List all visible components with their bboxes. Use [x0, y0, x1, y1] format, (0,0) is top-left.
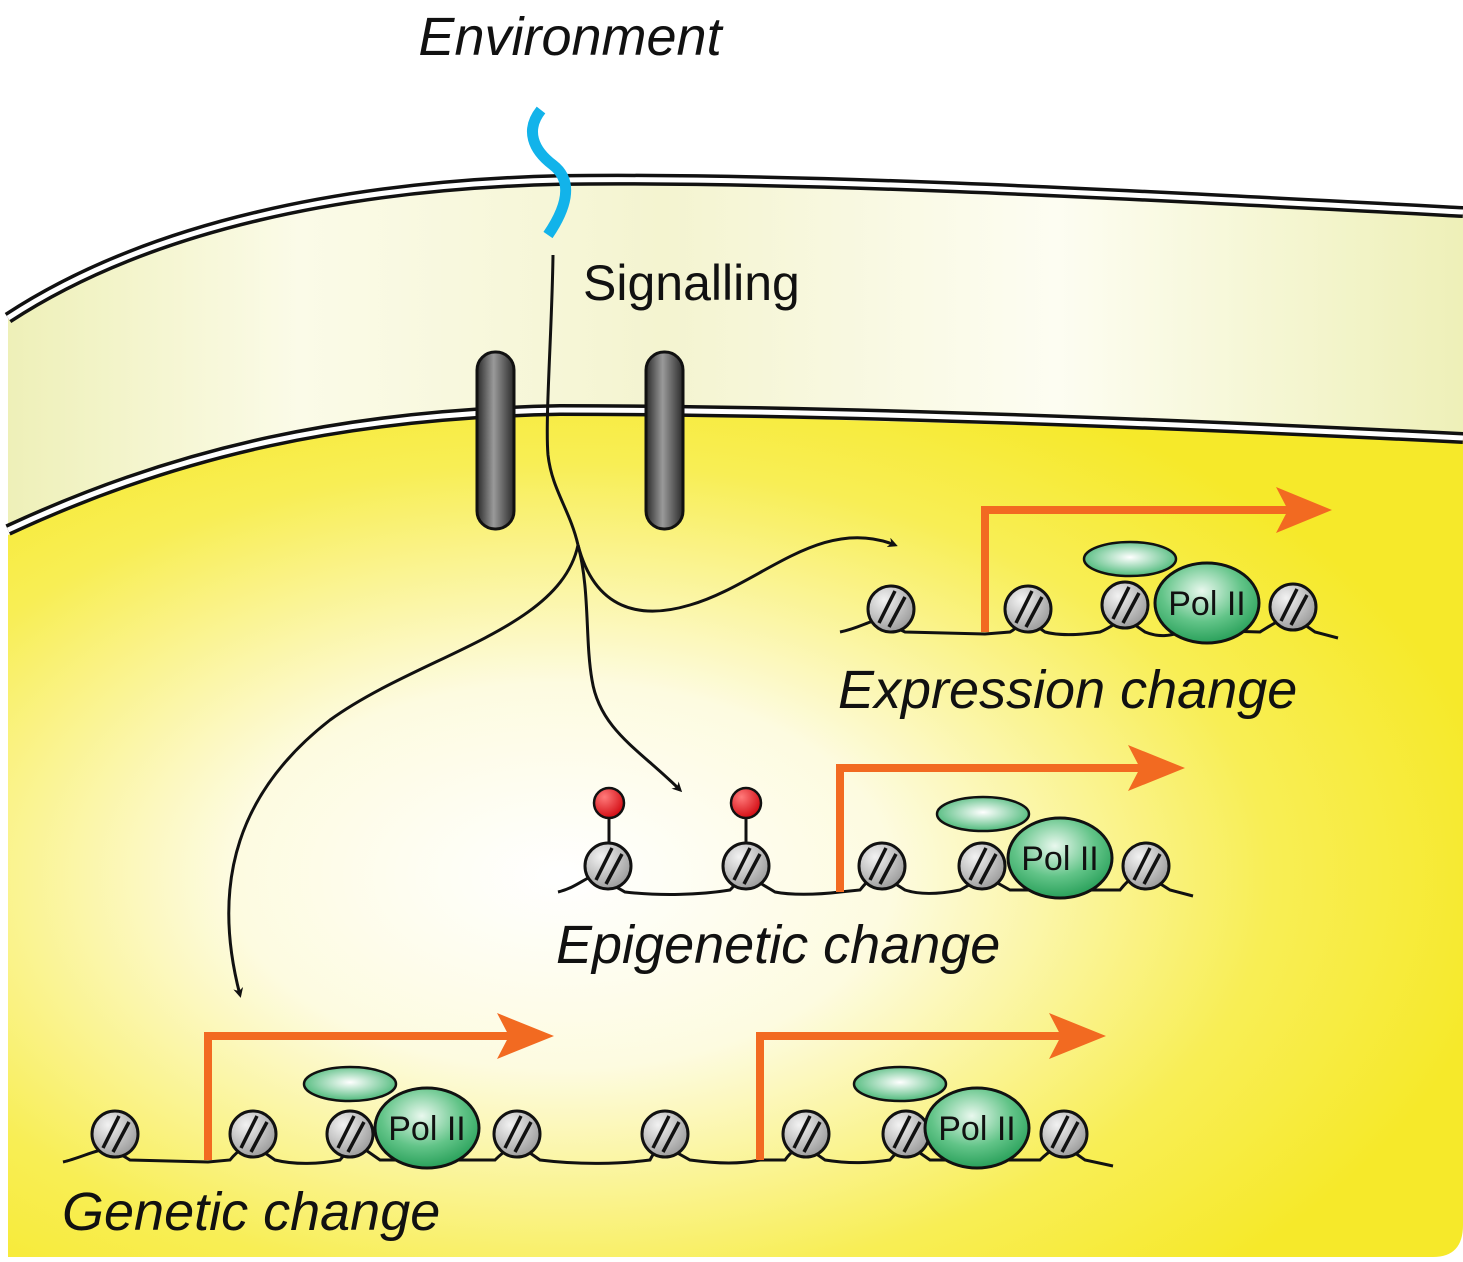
nucleosome-icon: [583, 841, 633, 891]
nucleosome-layer: [90, 580, 1318, 1159]
nucleosome-icon: [1003, 584, 1053, 634]
pol-ii-icon: Pol II: [852, 1065, 1031, 1170]
transcription-arrow-icon: [204, 1032, 510, 1160]
cytoplasm-region: [8, 410, 1463, 1257]
nucleosome-icon: [90, 1109, 140, 1159]
nucleosome-icon: [721, 841, 771, 891]
nucleosome-icon: [781, 1109, 831, 1159]
signal-molecule-icon: [527, 106, 572, 239]
transcription-arrow-icon: [836, 764, 1140, 892]
expression-gene: [839, 487, 1339, 640]
nucleosome-icon: [492, 1109, 542, 1159]
pol-ii-icon: Pol II: [935, 795, 1114, 900]
polymerase-layer: Pol II Pol II Pol II Pol II: [302, 540, 1261, 1170]
dna-strand: [839, 616, 1339, 640]
pol-ii-label: Pol II: [388, 1110, 465, 1148]
nucleosome-icon: [325, 1109, 375, 1159]
environment-label: Environment: [418, 7, 723, 67]
nucleosome-icon: [1121, 841, 1171, 891]
transcription-arrow-head: [1049, 1013, 1106, 1059]
pol-ii-label: Pol II: [938, 1110, 1015, 1148]
nucleosome-icon: [1268, 582, 1318, 632]
expression-change-label: Expression change: [838, 660, 1297, 720]
methyl-mark-icon: [729, 786, 763, 820]
nucleosome-icon: [857, 841, 907, 891]
signalling-pathway: [227, 254, 898, 998]
signalling-label: Signalling: [583, 255, 800, 311]
channel-protein-icon: [475, 350, 516, 531]
nucleosome-icon: [640, 1109, 690, 1159]
transcription-arrow-head: [1276, 487, 1332, 533]
pol-ii-label: Pol II: [1168, 585, 1245, 623]
genetic-gene: [62, 1013, 1114, 1168]
transcription-arrow-head: [497, 1013, 554, 1059]
nucleosome-icon: [1100, 580, 1150, 630]
nucleosome-icon: [881, 1109, 931, 1159]
transcription-arrow-icon: [981, 506, 1290, 632]
methyl-mark-icon: [592, 786, 626, 820]
membrane-band: [8, 179, 1463, 530]
pol-ii-icon: Pol II: [302, 1065, 481, 1170]
channel-protein-icon: [644, 350, 685, 531]
nucleosome-icon: [228, 1109, 278, 1159]
pol-ii-icon: Pol II: [1082, 540, 1261, 645]
nucleosome-icon: [866, 584, 916, 634]
transcription-arrow-icon: [756, 1032, 1062, 1160]
genetic-change-label: Genetic change: [62, 1182, 440, 1242]
nucleosome-icon: [1039, 1109, 1089, 1159]
transcription-arrow-head: [1128, 745, 1185, 791]
epigenetic-change-label: Epigenetic change: [556, 915, 1000, 975]
pol-ii-label: Pol II: [1021, 840, 1098, 878]
nucleosome-icon: [957, 841, 1007, 891]
